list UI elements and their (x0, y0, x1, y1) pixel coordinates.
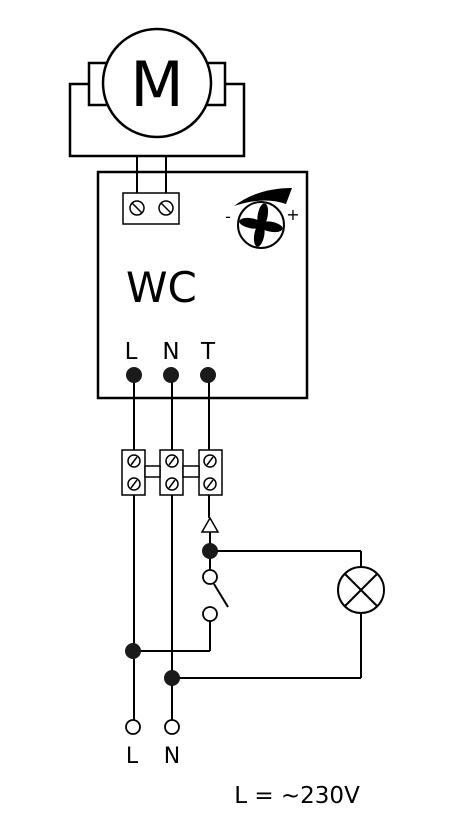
terminal-label-t: T (200, 339, 216, 365)
junction-node (164, 670, 180, 686)
controller-box (96, 170, 309, 400)
fan-minus-label: - (225, 207, 231, 226)
switch-lever (213, 583, 229, 608)
terminal-label-l: L (125, 339, 138, 365)
supply-label-n: N (164, 744, 180, 769)
voltage-note: L = ~230V (234, 783, 360, 809)
supply-label-l: L (126, 744, 139, 769)
switch (202, 569, 218, 622)
supply-terminal-n (164, 719, 180, 735)
motor-symbol: M (130, 48, 184, 121)
switch-contact (202, 606, 218, 622)
terminal-node-t (200, 367, 216, 383)
controller-name: WC (126, 263, 197, 312)
supply-terminals (125, 719, 180, 735)
fan-speed-icon (234, 188, 292, 249)
fan-plus-label: + (286, 205, 299, 224)
terminal-node-n (163, 367, 179, 383)
switch-contact (202, 569, 218, 585)
supply-terminal-l (125, 719, 141, 735)
wires (133, 375, 362, 720)
junction-node (125, 643, 141, 659)
motor-leads (136, 156, 167, 194)
junction-node (202, 543, 218, 559)
motor-terminal-block (122, 192, 180, 225)
lamp-icon (337, 566, 385, 614)
motor-circle (101, 27, 213, 139)
terminal-label-n: N (162, 339, 179, 365)
junction-nodes (125, 367, 218, 686)
motor (68, 27, 246, 158)
connector-blocks (121, 449, 223, 496)
terminal-node-l (126, 367, 142, 383)
triangle-marker (200, 516, 220, 533)
